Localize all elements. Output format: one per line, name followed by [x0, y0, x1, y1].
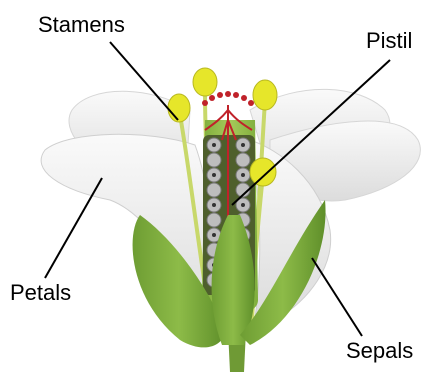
sepals-leader-line — [312, 258, 362, 336]
stamens-label: Stamens — [38, 14, 125, 36]
pistil-label: Pistil — [366, 30, 412, 52]
petals-leader-line — [45, 178, 102, 278]
sepals-label: Sepals — [346, 340, 413, 362]
petals-label: Petals — [10, 282, 71, 304]
